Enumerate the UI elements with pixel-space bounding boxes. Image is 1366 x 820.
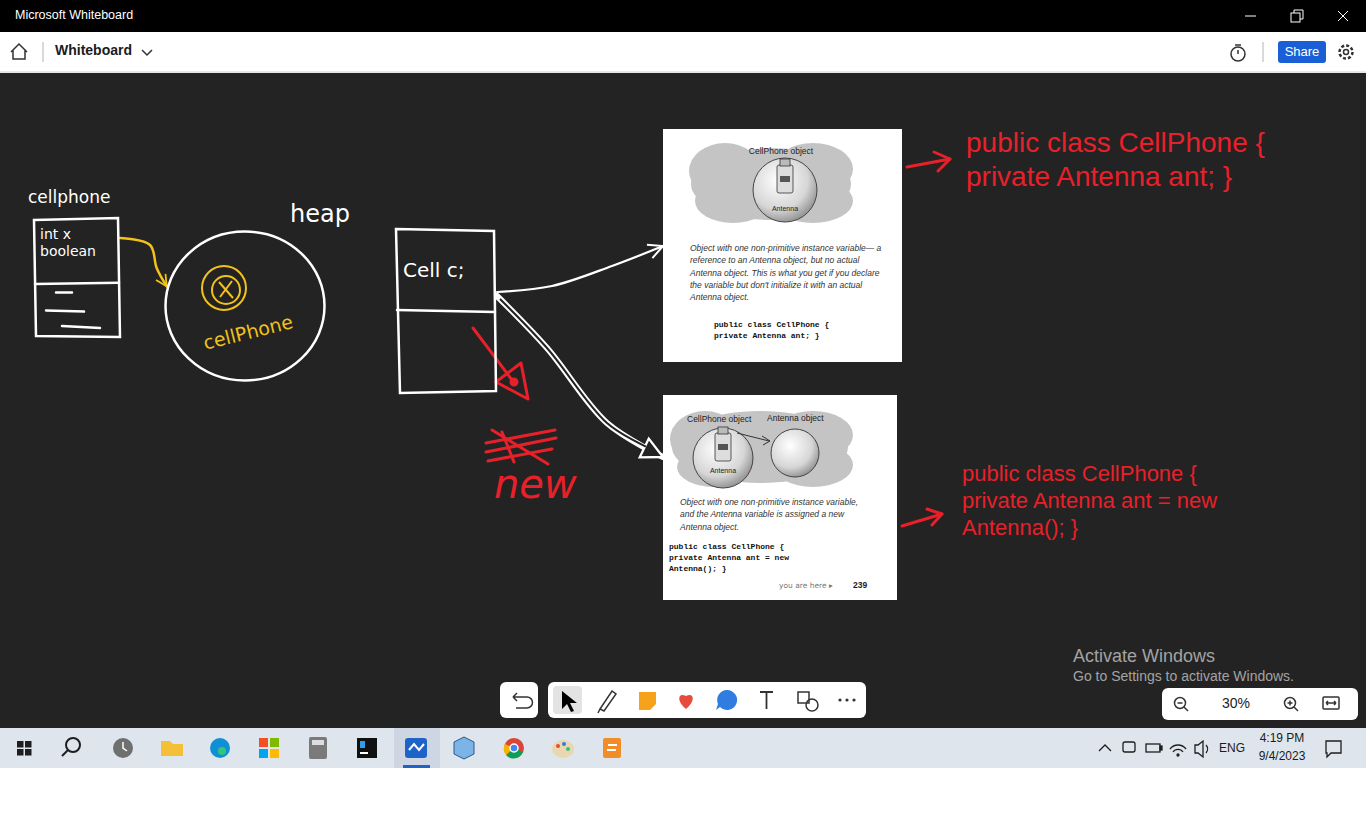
heap-outline	[166, 232, 325, 381]
box-heading: cellphone	[28, 187, 152, 207]
title-bar	[0, 0, 1366, 32]
class-box: cellphoneint x boolean	[32, 218, 120, 338]
field-list: int x boolean	[40, 226, 110, 260]
clock-date: 9/4/2023	[1252, 749, 1312, 764]
heap-circle: heapcellPhone	[164, 230, 326, 382]
zoom-panel	[1162, 688, 1358, 720]
reaction-icon	[679, 695, 693, 709]
zoom-icons	[1175, 697, 1340, 711]
undo-icon	[513, 693, 533, 708]
taskbar-app-icons	[113, 737, 621, 759]
antenna-variable-tag	[780, 176, 790, 182]
share-button-label: Share	[1278, 44, 1326, 60]
zoom-level: 30%	[1210, 695, 1262, 712]
object-label: cellPhone	[201, 304, 319, 354]
box-outline	[34, 218, 120, 337]
figure-heading: CellPhone object	[687, 414, 751, 424]
code-note: public class CellPhone { private Antenna…	[966, 126, 1311, 194]
antenna-variable-cap	[718, 427, 728, 434]
antenna-variable-cap	[780, 159, 790, 166]
below-screen	[0, 768, 1366, 820]
pen-tool-icon	[598, 691, 616, 713]
comment-icon	[716, 690, 737, 710]
start-button	[17, 741, 32, 756]
header-border	[0, 72, 1366, 73]
text-tool-icon	[760, 692, 773, 709]
connector-arrow	[497, 296, 663, 457]
code-sample: public class CellPhone { private Antenna…	[714, 319, 849, 341]
tool-palette	[548, 682, 866, 718]
antenna-variable-icon	[777, 165, 793, 193]
handwritten-note: new	[494, 462, 577, 506]
object-circles	[202, 266, 246, 310]
sticky-note-icon	[639, 692, 656, 710]
select-tool-icon	[562, 691, 577, 712]
active-app-highlight	[394, 728, 440, 768]
share-button	[1278, 41, 1326, 63]
book-figure: CellPhone object Antenna objectAntennaObj…	[663, 395, 897, 600]
object-cloud	[670, 411, 853, 487]
object-sphere	[753, 158, 817, 222]
undo-button	[500, 682, 538, 718]
board-name: Whiteboard	[55, 42, 132, 59]
watermark: Activate Windows	[1073, 645, 1215, 667]
node-shape	[164, 230, 326, 382]
connector-inner-line	[500, 299, 646, 447]
box-divider	[35, 283, 119, 284]
box-outline	[396, 229, 496, 393]
variable-label: Antenna	[755, 205, 815, 213]
window-buttons	[1245, 10, 1348, 22]
object-sphere	[771, 429, 819, 477]
selected-tool-highlight	[553, 686, 582, 714]
input-language: ENG	[1219, 741, 1245, 755]
clock-time: 4:19 PM	[1252, 731, 1312, 746]
more-tools-icon	[838, 698, 855, 701]
code-note: public class CellPhone { private Antenna…	[962, 460, 1252, 541]
figure-heading: Antenna object	[767, 413, 824, 423]
page-number: 239	[853, 580, 867, 590]
node-shape	[395, 228, 497, 393]
page-footer: you are here ▸	[779, 581, 833, 590]
variable-label: Antenna	[703, 467, 743, 475]
shapes-tool-icon	[798, 692, 818, 711]
reference-box: Cell c;	[395, 228, 497, 393]
figure-heading: CellPhone object	[721, 146, 841, 156]
figure-caption: Object with one non-primitive instance v…	[680, 496, 862, 533]
code-sample: public class CellPhone { private Antenna…	[669, 541, 794, 574]
header-icons	[11, 42, 1353, 62]
object-sphere	[693, 428, 753, 488]
search-button	[62, 738, 80, 756]
connector-arrow	[497, 246, 663, 292]
heap-label: heap	[290, 200, 350, 229]
book-figure: CellPhone objectAntennaObject with one n…	[663, 129, 902, 362]
window-title: Microsoft Whiteboard	[15, 8, 133, 23]
object-cloud	[689, 143, 853, 223]
taskbar	[0, 728, 1366, 768]
method-scribbles	[46, 292, 100, 328]
figure-caption: Object with one non-primitive instance v…	[690, 242, 885, 303]
whiteboard-canvas	[0, 73, 1366, 728]
antenna-variable-tag	[718, 444, 728, 450]
antenna-variable-icon	[715, 433, 731, 461]
variable-declaration: Cell c;	[403, 258, 491, 282]
reference-arrow	[737, 433, 770, 445]
box-divider	[397, 310, 495, 312]
connector-arrow	[120, 238, 167, 286]
active-app-indicator	[403, 765, 430, 768]
watermark: Go to Settings to activate Windows.	[1073, 668, 1294, 685]
crossed-out-scribble	[486, 430, 556, 464]
header-bar	[0, 32, 1366, 72]
